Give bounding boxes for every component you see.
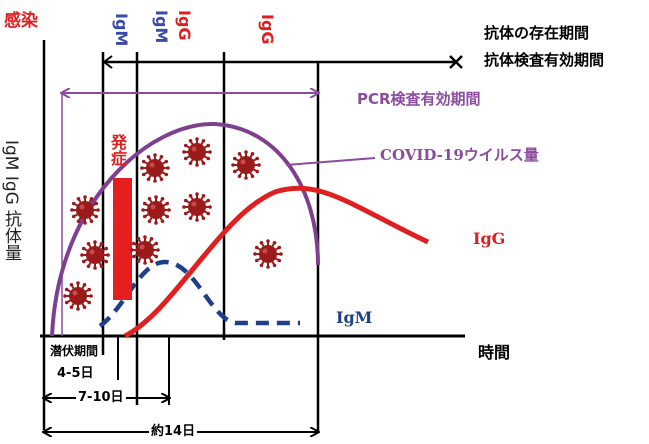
virus-particle-icon: [141, 195, 171, 225]
time-axis-label: 時間: [478, 343, 511, 362]
igm-curve: [98, 259, 300, 328]
infection-label: 感染: [4, 11, 38, 31]
antibody-period-label: 抗体の存在期間: [484, 24, 590, 42]
virus-particle-icon: [70, 195, 100, 225]
virus-particle-icon: [231, 150, 261, 180]
virus-particle-icon: [253, 239, 283, 269]
virus-amount-curve: [50, 121, 320, 337]
virus-label-leader: [285, 157, 376, 166]
igg-top-label: IgG: [258, 14, 277, 45]
virus-particle-icon: [182, 192, 212, 222]
igm-top-label: IgM: [112, 13, 131, 47]
igg-top-label-2: IgG: [175, 10, 194, 41]
virus-particle-icon: [80, 240, 110, 270]
virus-particles: [63, 137, 283, 311]
igm-curve-label: IgM: [336, 308, 373, 327]
igg-curve: [123, 185, 430, 339]
igg-curve-label: IgG: [473, 229, 506, 248]
virus-particle-icon: [63, 281, 93, 311]
onset-label: 発症: [108, 134, 127, 166]
antibody-period-x-icon: [449, 55, 463, 69]
incubation-label: 潜伏期間: [50, 344, 99, 358]
pcr-period-label: PCR検査有効期間: [357, 90, 481, 108]
virus-particle-icon: [140, 153, 170, 183]
virus-particle-icon: [130, 235, 160, 265]
days-7-10-label: 7-10日: [76, 390, 126, 405]
days-4-5-label: 4-5日: [57, 366, 94, 381]
days-14-label: 約14日: [149, 424, 198, 439]
antibody-period-arrow-head-left: [102, 55, 113, 69]
virus-particle-icon: [182, 137, 212, 167]
onset-bar: [113, 178, 132, 300]
antibody-test-period-label: 抗体検査有効期間: [484, 51, 605, 69]
virus-amount-label: COVID-19ウイルス量: [380, 146, 539, 164]
y-axis-label: IgM IgG 抗体量: [1, 140, 21, 262]
igm-top-label-2: IgM: [152, 10, 171, 44]
